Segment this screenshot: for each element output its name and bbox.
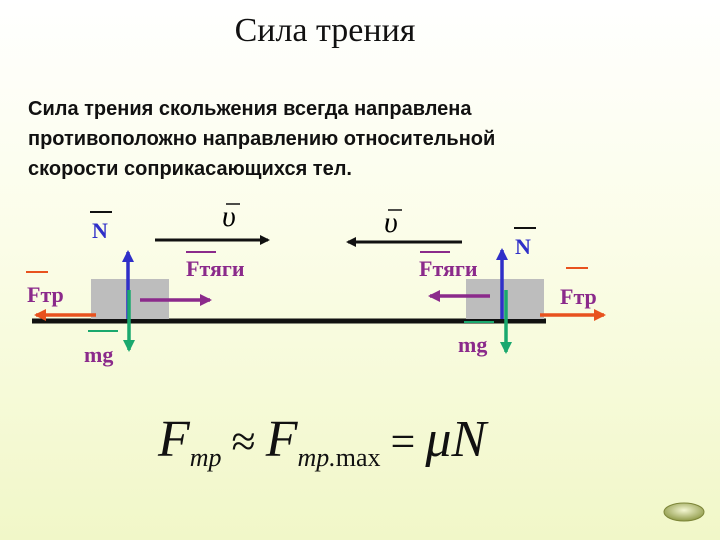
right-velocity-label: υ [384, 206, 398, 239]
formula-sub-max: max [335, 443, 381, 472]
formula-sub-tr: тр [189, 443, 222, 472]
slide-title: Сила трения [234, 12, 416, 49]
left-velocity-label: υ [222, 200, 236, 233]
description-line-1: Сила трения скольжения всегда направлена [28, 98, 472, 120]
right-gravity-label: mg [458, 332, 487, 357]
left-normal-label: N [92, 218, 108, 243]
formula-f1: F [158, 411, 190, 468]
description-text: Сила трения скольжения всегда направлена… [28, 94, 628, 184]
formula-equals: = [390, 417, 416, 466]
right-friction-label: Fтр [560, 284, 597, 309]
formula-sub-tr-max: тр. [297, 443, 336, 472]
formula-approx: ≈ [231, 417, 256, 466]
nav-oval-icon [663, 502, 705, 522]
left-gravity-label: mg [84, 342, 113, 367]
right-normal-label: N [515, 234, 531, 259]
right-traction-label: Fтяги [419, 256, 478, 281]
description-line-2: противоположно направлению относительной [28, 128, 496, 150]
left-friction-label: Fтр [27, 282, 64, 307]
formula-f2: F [265, 411, 298, 468]
left-traction-label: Fтяги [186, 256, 245, 281]
slide-nav-button[interactable] [662, 500, 706, 524]
formula-mu: μ [425, 411, 452, 468]
description-line-3: скорости соприкасающихся тел. [28, 158, 352, 180]
friction-formula: Fтр ≈ Fтр.max = μN [158, 410, 558, 490]
formula-n: N [451, 411, 487, 468]
